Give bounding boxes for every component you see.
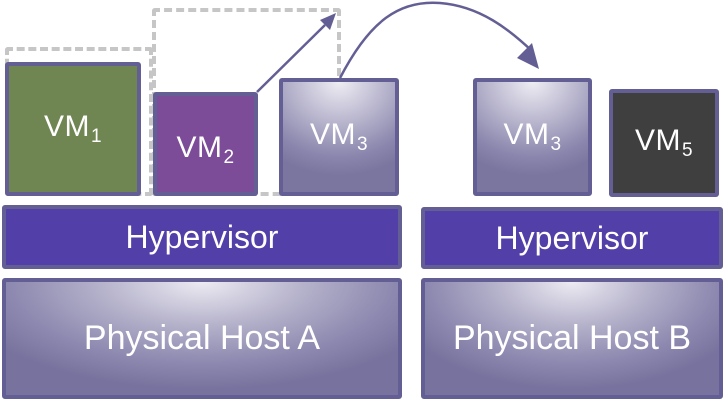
vm5-label: VM5 bbox=[634, 124, 694, 161]
physical-host-b-label: Physical Host B bbox=[452, 319, 692, 357]
physical-host-a[interactable]: Physical Host A bbox=[2, 278, 402, 399]
hypervisor-a[interactable]: Hypervisor bbox=[2, 205, 402, 269]
vm3-source-box[interactable]: VM3 bbox=[279, 78, 399, 196]
physical-host-a-label: Physical Host A bbox=[83, 319, 321, 357]
vm2-label: VM2 bbox=[176, 131, 235, 168]
vm5-box[interactable]: VM5 bbox=[609, 89, 719, 197]
hypervisor-a-label: Hypervisor bbox=[125, 218, 279, 255]
vm1-label: VM1 bbox=[43, 110, 103, 147]
vm3-destination-box[interactable]: VM3 bbox=[473, 78, 592, 196]
vm3-source-label: VM3 bbox=[309, 118, 369, 155]
hypervisor-b[interactable]: Hypervisor bbox=[421, 207, 723, 269]
vm1-box[interactable]: VM1 bbox=[5, 62, 141, 196]
vm3-destination-label: VM3 bbox=[503, 118, 562, 155]
hypervisor-b-label: Hypervisor bbox=[495, 219, 649, 256]
migration-arrow bbox=[338, 1, 539, 79]
physical-host-b[interactable]: Physical Host B bbox=[421, 278, 723, 399]
migration-arrow-head-icon bbox=[517, 43, 539, 69]
vm2-box[interactable]: VM2 bbox=[153, 92, 258, 196]
